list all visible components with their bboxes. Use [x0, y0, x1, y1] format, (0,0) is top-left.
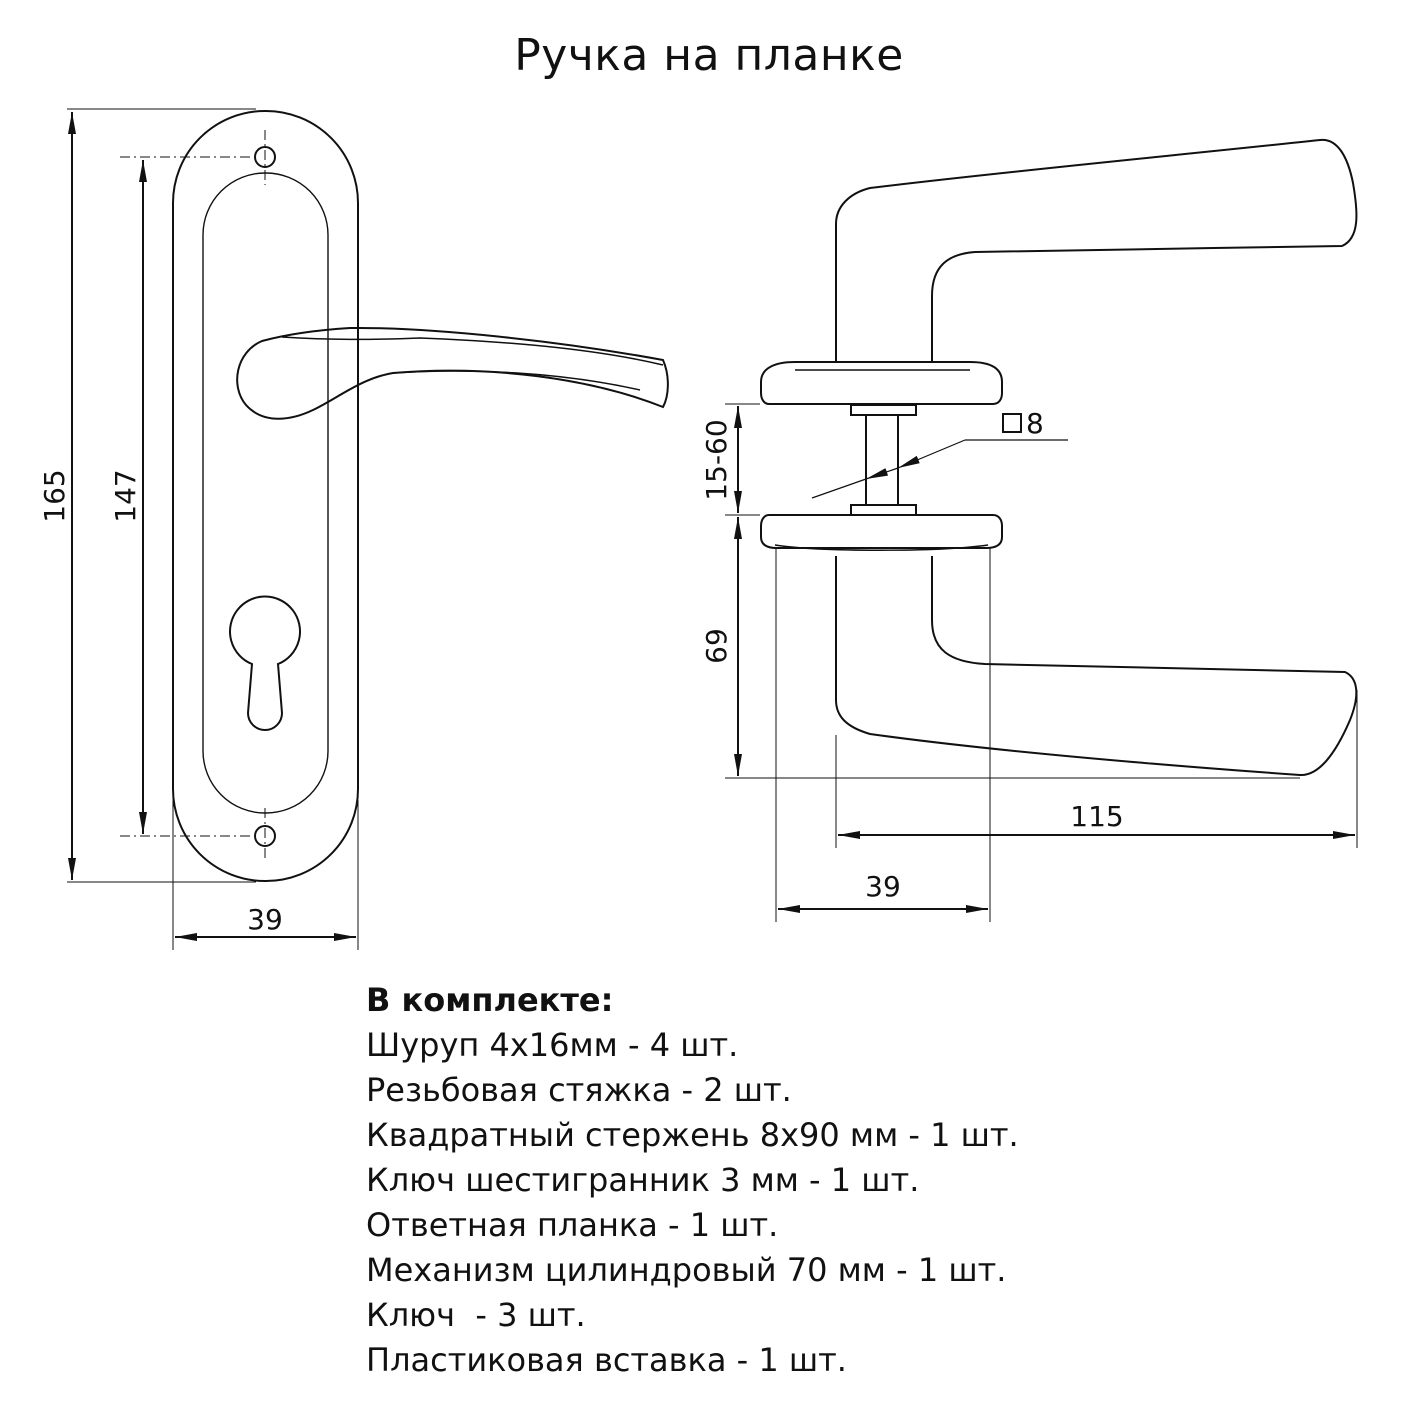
- kit-contents: В комплекте: Шуруп 4х16мм - 4 шт. Резьбо…: [366, 978, 1019, 1383]
- dim-rosette-offset: 69: [700, 628, 733, 664]
- square-symbol: [1002, 413, 1022, 433]
- rosette-upper: [760, 361, 1003, 416]
- lever-side-upper: [835, 138, 1358, 362]
- lever-front-edge: [281, 336, 664, 391]
- kit-item: Механизм цилиндровый 70 мм - 1 шт.: [366, 1251, 1007, 1289]
- dim-spindle-square: 8: [1026, 407, 1044, 440]
- kit-title: В комплекте:: [366, 981, 614, 1019]
- dim-plate-width: 39: [247, 903, 283, 936]
- page-title: Ручка на планке: [514, 30, 904, 81]
- spindle-leader: [811, 439, 1068, 499]
- dim-rosette-width: 39: [865, 870, 901, 903]
- kit-item: Шуруп 4х16мм - 4 шт.: [366, 1026, 739, 1064]
- kit-item: Ключ - 3 шт.: [366, 1296, 586, 1334]
- kit-item: Пластиковая вставка - 1 шт.: [366, 1341, 847, 1379]
- plate-front-view: [172, 110, 359, 882]
- kit-item: Ответная планка - 1 шт.: [366, 1206, 779, 1244]
- kit-item: Резьбовая стяжка - 2 шт.: [366, 1071, 792, 1109]
- cylinder-keyhole: [229, 595, 301, 731]
- kit-item: Квадратный стержень 8х90 мм - 1 шт.: [366, 1116, 1019, 1154]
- dim-screw-spacing: 147: [109, 469, 142, 522]
- screw-hole-top: [254, 130, 276, 185]
- kit-item: Ключ шестигранник 3 мм - 1 шт.: [366, 1161, 920, 1199]
- lever-side-lower: [835, 556, 1358, 777]
- dim-lever-length: 115: [1070, 800, 1123, 833]
- screw-hole-bottom: [254, 808, 276, 862]
- kit-list: Шуруп 4х16мм - 4 шт. Резьбовая стяжка - …: [366, 1023, 1019, 1383]
- dim-plate-height: 165: [38, 469, 71, 522]
- lever-front-view: [236, 326, 669, 420]
- spindle-square: [865, 414, 899, 506]
- rosette-lower: [760, 504, 1003, 551]
- dim-door-thickness: 15-60: [700, 419, 733, 500]
